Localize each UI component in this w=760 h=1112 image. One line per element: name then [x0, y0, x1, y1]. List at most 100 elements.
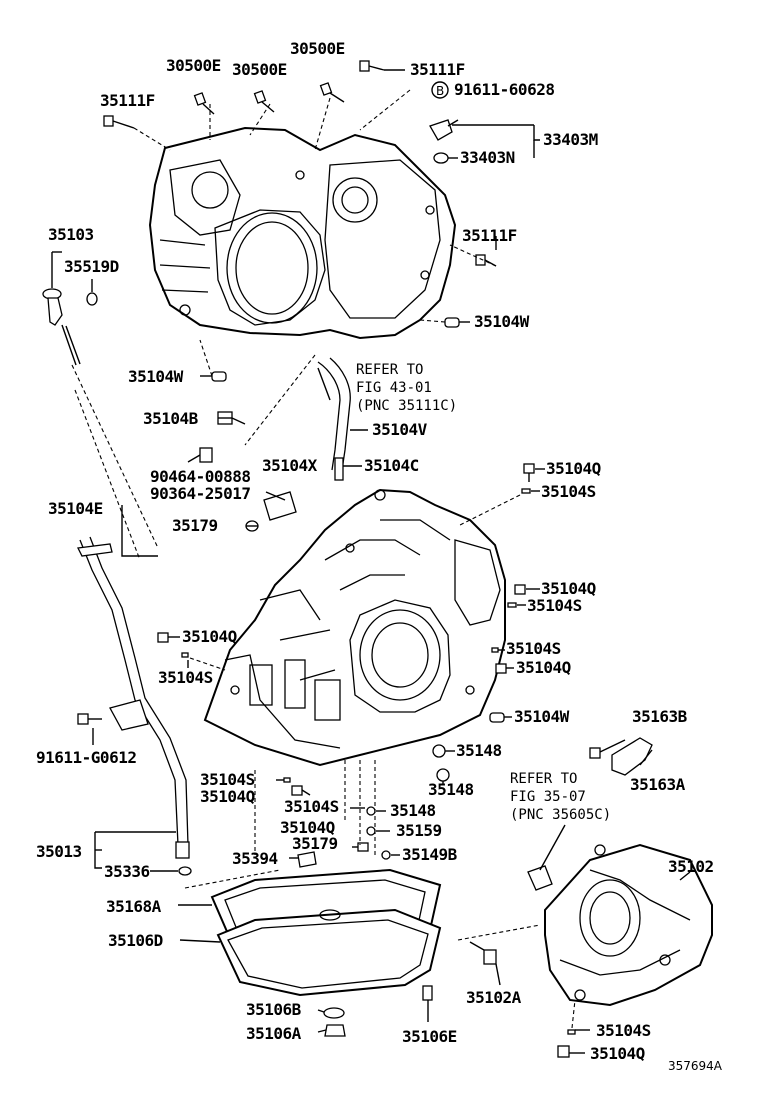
label-30500e-c: 30500E — [290, 39, 345, 58]
leader-case-2 — [189, 657, 226, 671]
washer-35104s-7 — [567, 1029, 576, 1035]
label-35102: 35102 — [668, 857, 714, 876]
washer-35104s-5 — [283, 777, 291, 783]
label-35104b: 35104B — [143, 409, 199, 428]
bolt-30500e-a — [193, 92, 215, 115]
label-35163a: 35163A — [630, 775, 686, 794]
label-35104v: 35104V — [372, 420, 428, 439]
oring-35519d — [86, 292, 98, 306]
sleeve-35179 — [245, 491, 297, 532]
refer-note-1-line3: (PNC 35111C) — [356, 398, 457, 414]
figure-ref-number: 357694A — [668, 1059, 723, 1073]
label-35104q-3: 35104Q — [182, 627, 237, 646]
refer-note-1-line2: FIG 43-01 — [356, 380, 432, 396]
bolt-35111f-top — [359, 60, 385, 72]
washer-35104s-4 — [491, 647, 499, 653]
label-35111f-right: 35111F — [462, 226, 517, 245]
oring-33403n — [433, 152, 449, 164]
refer-note-2-line3: (PNC 35605C) — [510, 807, 611, 823]
sensor-33403m — [429, 119, 459, 141]
part-labels: 30500E 30500E 30500E 35111F 91611-60628 … — [36, 39, 714, 1063]
label-30500e-b: 30500E — [232, 60, 287, 79]
label-90464-00888: 90464-00888 — [150, 467, 250, 486]
label-35104s-5: 35104S — [200, 770, 255, 789]
label-35104w-mid: 35104W — [514, 707, 570, 726]
oring-35149b — [381, 850, 391, 860]
leader-top-4 — [359, 89, 411, 131]
label-35103: 35103 — [48, 225, 94, 244]
callout-b-letter: B — [436, 84, 444, 98]
filler-tube-35013 — [77, 536, 190, 859]
bolt-35104q-3 — [157, 632, 169, 643]
label-35106e: 35106E — [402, 1027, 457, 1046]
label-35104x: 35104X — [262, 456, 318, 475]
washer-35104s-2 — [507, 602, 517, 608]
label-35104s-4: 35104S — [506, 639, 561, 658]
label-35102a: 35102A — [466, 988, 522, 1007]
pin-35104w-left — [211, 371, 227, 382]
label-35111f-left: 35111F — [100, 91, 155, 110]
label-35104q-2: 35104Q — [541, 579, 596, 598]
label-35394: 35394 — [232, 849, 278, 868]
label-35104q-5: 35104Q — [200, 787, 255, 806]
label-35104c: 35104C — [364, 456, 419, 475]
converter-housing — [148, 126, 457, 340]
label-35336: 35336 — [104, 862, 150, 881]
oring-35159 — [366, 826, 376, 836]
bolt-35104q-2 — [514, 584, 526, 595]
label-35149b: 35149B — [402, 845, 458, 864]
bolt-35104q-4 — [495, 663, 507, 674]
label-35148-1: 35148 — [456, 741, 502, 760]
plug-90464-00888 — [199, 447, 213, 463]
gasket-35106b — [323, 1007, 345, 1019]
cover-35102 — [527, 843, 713, 1007]
leader-case-3 — [344, 760, 376, 855]
label-35106b: 35106B — [246, 1000, 302, 1019]
label-35104s-6: 35104S — [284, 797, 339, 816]
leader-35104e-b — [74, 389, 141, 561]
fitting-35104x — [334, 457, 344, 481]
leader-top-7 — [419, 319, 446, 323]
leader-top-3 — [314, 97, 331, 151]
label-35104q-1: 35104Q — [546, 459, 601, 478]
refer-note-2-line2: FIG 35-07 — [510, 789, 586, 805]
label-35104s-1: 35104S — [541, 482, 596, 501]
pin-35104w-right — [444, 317, 460, 328]
label-35163b: 35163B — [632, 707, 688, 726]
bolt-35163b — [589, 747, 601, 759]
plug-35148-3 — [366, 806, 376, 816]
label-35104s-2: 35104S — [527, 596, 582, 615]
drain-plug-35106a — [324, 1024, 346, 1037]
label-35106d: 35106D — [108, 931, 163, 950]
bracket-35163a — [611, 737, 653, 776]
label-35104s-3: 35104S — [158, 668, 213, 687]
bolt-35102a — [469, 941, 497, 965]
breather-hose-35104v — [317, 357, 351, 471]
label-35104q-4: 35104Q — [516, 658, 571, 677]
bolt-30500e-c — [319, 82, 345, 103]
washer-35104s-1 — [521, 488, 531, 494]
bolt-35104q-1 — [523, 463, 535, 482]
label-35104w-right: 35104W — [474, 312, 530, 331]
bolt-35104q-7 — [557, 1045, 570, 1058]
bolt-35111f-left — [103, 115, 135, 129]
refer-note-1: REFER TO FIG 43-01 (PNC 35111C) — [356, 362, 457, 414]
label-35104e: 35104E — [48, 499, 103, 518]
label-35104w-left: 35104W — [128, 367, 184, 386]
label-35519d: 35519D — [64, 257, 119, 276]
label-35111f-top: 35111F — [410, 60, 465, 79]
dipstick-35103 — [42, 288, 81, 366]
label-35148-3: 35148 — [390, 801, 436, 820]
plug-35148-1 — [432, 744, 446, 758]
refer-note-2-line1: REFER TO — [510, 771, 577, 787]
leader-top-6 — [449, 244, 497, 267]
magnet-35106e — [422, 985, 433, 1001]
oring-35336 — [178, 866, 192, 876]
transaxle-case — [203, 488, 506, 767]
refer-note-1-line1: REFER TO — [356, 362, 423, 378]
leader-top-2 — [249, 103, 271, 136]
bolt-30500e-b — [253, 90, 275, 113]
label-35168a: 35168A — [106, 897, 162, 916]
bolt-35104q-5 — [291, 785, 303, 796]
label-35179-top: 35179 — [172, 516, 218, 535]
